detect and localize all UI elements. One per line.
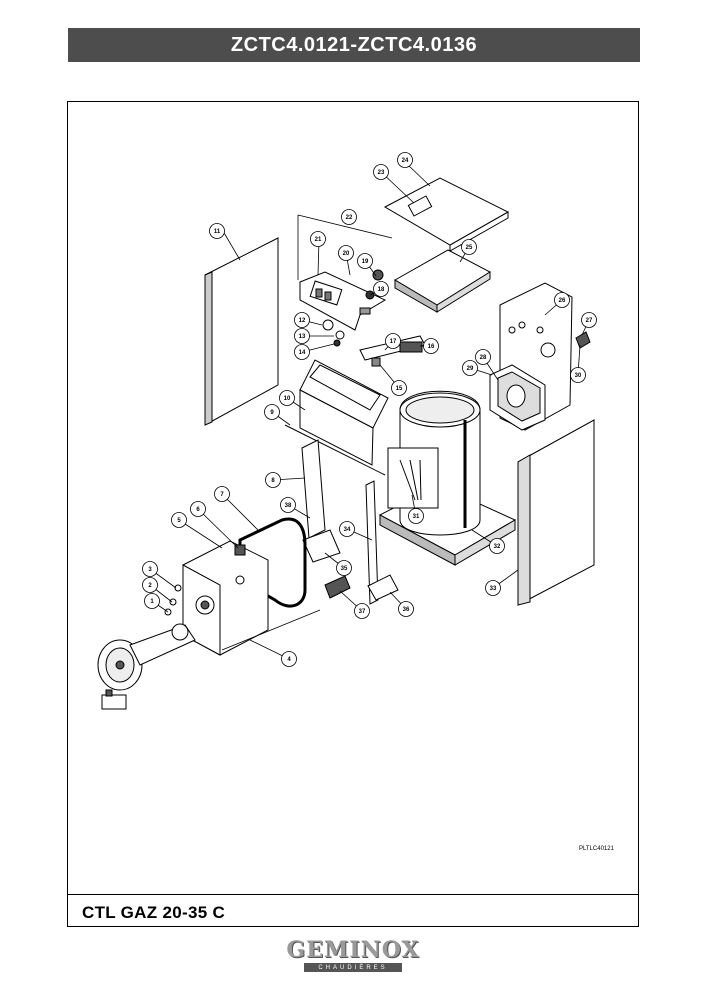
svg-text:3: 3 bbox=[148, 567, 152, 573]
svg-text:23: 23 bbox=[378, 170, 385, 176]
svg-text:27: 27 bbox=[586, 318, 593, 324]
part-left-side-panel bbox=[204, 237, 279, 426]
diagram-parts bbox=[97, 177, 595, 710]
callout-11: 11 bbox=[209, 223, 225, 239]
svg-text:22: 22 bbox=[346, 215, 353, 221]
callout-19: 19 bbox=[357, 253, 373, 269]
svg-text:18: 18 bbox=[378, 287, 385, 293]
callout-16: 16 bbox=[423, 338, 439, 354]
callout-33: 33 bbox=[485, 580, 501, 596]
svg-text:20: 20 bbox=[343, 251, 350, 257]
svg-text:36: 36 bbox=[403, 607, 410, 613]
svg-text:2: 2 bbox=[148, 583, 152, 589]
drawing-reference: PLTLC40121 bbox=[579, 846, 614, 852]
svg-text:37: 37 bbox=[359, 609, 366, 615]
svg-text:13: 13 bbox=[299, 334, 306, 340]
callout-2: 2 bbox=[142, 577, 158, 593]
callout-10: 10 bbox=[279, 390, 295, 406]
callout-25: 25 bbox=[461, 239, 477, 255]
callout-15: 15 bbox=[391, 380, 407, 396]
svg-text:12: 12 bbox=[299, 318, 306, 324]
svg-text:9: 9 bbox=[270, 410, 274, 416]
callout-37: 37 bbox=[354, 603, 370, 619]
callout-32: 32 bbox=[489, 538, 505, 554]
callout-14: 14 bbox=[294, 344, 310, 360]
svg-text:30: 30 bbox=[575, 373, 582, 379]
svg-text:26: 26 bbox=[559, 298, 566, 304]
callout-13: 13 bbox=[294, 328, 310, 344]
svg-text:38: 38 bbox=[285, 503, 292, 509]
svg-text:28: 28 bbox=[480, 355, 487, 361]
svg-text:32: 32 bbox=[494, 544, 501, 550]
drawing-frame: PLTLC40121 CTL GAZ 20-35 C bbox=[67, 101, 639, 927]
svg-text:17: 17 bbox=[390, 339, 397, 345]
svg-text:15: 15 bbox=[396, 386, 403, 392]
part-top-panel bbox=[394, 249, 492, 306]
svg-text:25: 25 bbox=[466, 245, 473, 251]
svg-text:11: 11 bbox=[214, 229, 221, 235]
svg-text:24: 24 bbox=[402, 158, 409, 164]
svg-text:31: 31 bbox=[413, 514, 420, 520]
callout-8: 8 bbox=[265, 472, 281, 488]
callout-21: 21 bbox=[310, 231, 326, 247]
callout-bubbles: 1 2 3 4 5 6 7 8 9 10 11 12 13 14 15 16 1… bbox=[142, 152, 597, 667]
svg-text:5: 5 bbox=[177, 518, 181, 524]
callout-30: 30 bbox=[570, 367, 586, 383]
document-title: ZCTC4.0121-ZCTC4.0136 bbox=[230, 33, 478, 56]
svg-text:21: 21 bbox=[315, 237, 322, 243]
brand-logo: GEMINOX CHAUDIÈRES bbox=[286, 936, 420, 974]
callout-5: 5 bbox=[171, 512, 187, 528]
svg-text:19: 19 bbox=[362, 259, 369, 265]
document-title-bar: ZCTC4.0121-ZCTC4.0136 bbox=[68, 28, 640, 62]
footer-divider bbox=[68, 894, 638, 895]
callout-12: 12 bbox=[294, 312, 310, 328]
model-name: CTL GAZ 20-35 C bbox=[82, 903, 226, 922]
callout-18: 18 bbox=[373, 281, 389, 297]
svg-text:4: 4 bbox=[287, 657, 291, 663]
callout-38: 38 bbox=[280, 497, 296, 513]
svg-text:8: 8 bbox=[271, 478, 275, 484]
callout-20: 20 bbox=[338, 245, 354, 261]
callout-1: 1 bbox=[144, 593, 160, 609]
svg-text:35: 35 bbox=[341, 566, 348, 572]
callout-23: 23 bbox=[373, 164, 389, 180]
callout-26: 26 bbox=[554, 292, 570, 308]
callout-9: 9 bbox=[264, 404, 280, 420]
part-top-lid bbox=[383, 177, 510, 246]
logo-wordmark: GEMINOX bbox=[286, 937, 420, 963]
svg-text:7: 7 bbox=[220, 492, 224, 498]
svg-text:33: 33 bbox=[490, 586, 497, 592]
part-control-panel bbox=[299, 271, 387, 331]
callout-4: 4 bbox=[281, 651, 297, 667]
svg-text:14: 14 bbox=[299, 350, 306, 356]
svg-text:1: 1 bbox=[150, 599, 154, 605]
callout-6: 6 bbox=[190, 501, 206, 517]
svg-text:10: 10 bbox=[284, 396, 291, 402]
callout-29: 29 bbox=[462, 360, 478, 376]
callout-24: 24 bbox=[397, 152, 413, 168]
svg-text:6: 6 bbox=[196, 507, 200, 513]
callout-27: 27 bbox=[581, 312, 597, 328]
callout-34: 34 bbox=[339, 521, 355, 537]
logo-subtitle: CHAUDIÈRES bbox=[304, 963, 402, 972]
callout-28: 28 bbox=[475, 349, 491, 365]
callout-17: 17 bbox=[385, 333, 401, 349]
svg-text:34: 34 bbox=[344, 527, 351, 533]
svg-text:16: 16 bbox=[428, 344, 435, 350]
part-burner-seal bbox=[238, 517, 307, 608]
callout-7: 7 bbox=[214, 486, 230, 502]
callout-35: 35 bbox=[336, 560, 352, 576]
callout-36: 36 bbox=[398, 601, 414, 617]
callout-22: 22 bbox=[341, 209, 357, 225]
callout-3: 3 bbox=[142, 561, 158, 577]
svg-text:29: 29 bbox=[467, 366, 474, 372]
callout-31: 31 bbox=[408, 508, 424, 524]
